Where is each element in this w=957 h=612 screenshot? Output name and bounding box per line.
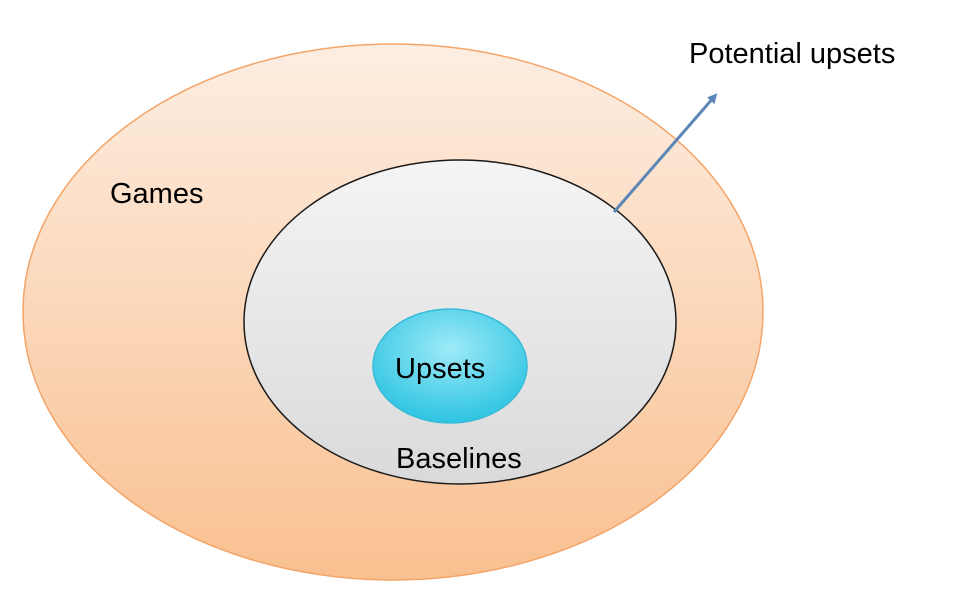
upsets-label: Upsets: [395, 353, 486, 385]
upsets-set-ellipse: [372, 308, 528, 424]
potential-upsets-arrow: [612, 93, 718, 213]
games-label: Games: [110, 178, 204, 210]
potential-upsets-label: Potential upsets: [689, 38, 896, 70]
baselines-label: Baselines: [396, 443, 522, 475]
